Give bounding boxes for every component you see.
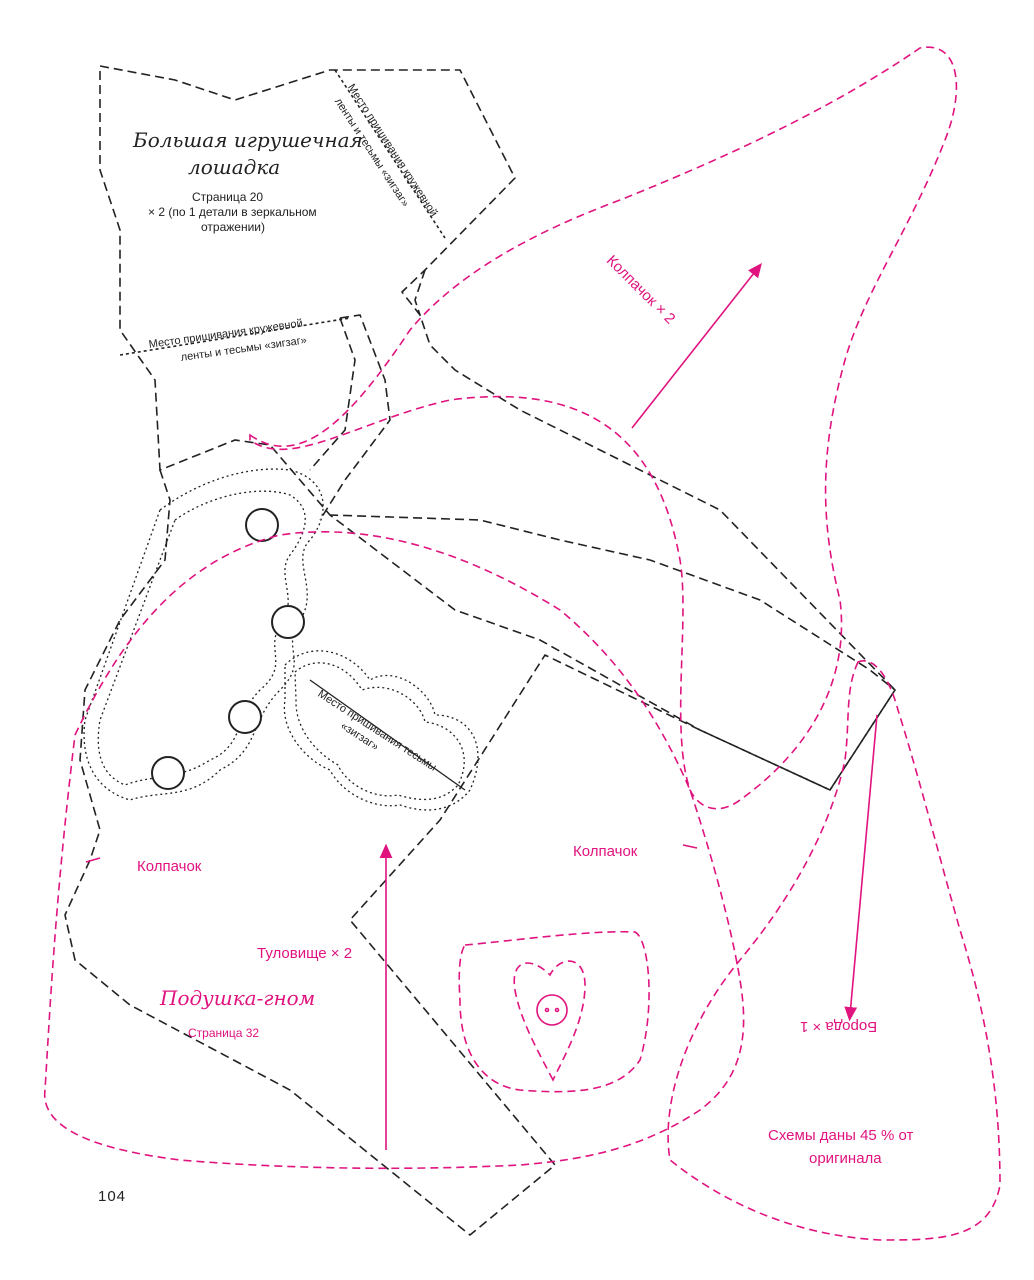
horse-count-line-2: отражении) [201, 220, 265, 234]
scale-note-line-2: оригинала [809, 1150, 882, 1167]
grainline-arrow-cap [631, 262, 762, 429]
saddle-button-3 [228, 700, 262, 734]
horse-mane-strip [319, 314, 391, 521]
gnome-page-ref: Страница 32 [188, 1026, 260, 1040]
horse-neck-seam [309, 317, 356, 471]
gnome-cap-large [249, 46, 958, 810]
gnome-heart-button [536, 994, 568, 1026]
grainline-arrow-beard [844, 714, 878, 1022]
gnome-beard-label: Борода × 1 [800, 1018, 878, 1035]
horse-title-line-1: Большая игрушечная [133, 128, 363, 152]
page-number: 104 [98, 1188, 127, 1205]
horse-zigzag-line [309, 679, 466, 791]
gnome-cap-center-label: Колпачок [573, 843, 638, 860]
gnome-title: Подушка-гном [160, 986, 316, 1010]
gnome-cap-left-label: Колпачок [137, 858, 202, 875]
horse-count-line-1: × 2 (по 1 детали в зеркальном [148, 205, 317, 219]
gnome-pocket [458, 930, 650, 1093]
horse-saddle-inner [97, 490, 306, 786]
notch-mark-right [682, 844, 698, 849]
notch-mark-left [85, 857, 101, 863]
gnome-button-hole-left [544, 1007, 550, 1013]
horse-muzzle-line [414, 269, 426, 316]
gnome-heart [513, 960, 586, 1082]
horse-lace-line-mid [119, 317, 351, 356]
saddle-button-2 [271, 605, 305, 639]
saddle-button-4 [151, 756, 185, 790]
horse-head-outline [99, 65, 897, 792]
horse-body-outline [64, 469, 897, 1237]
gnome-body-x2-label: Туловище × 2 [257, 945, 353, 962]
gnome-body [44, 531, 745, 1170]
horse-title-line-2: лошадка [188, 155, 281, 179]
scale-note-line-1: Схемы даны 45 % от [768, 1127, 914, 1144]
horse-page-ref: Страница 20 [192, 190, 264, 204]
gnome-button-hole-right [554, 1007, 560, 1013]
